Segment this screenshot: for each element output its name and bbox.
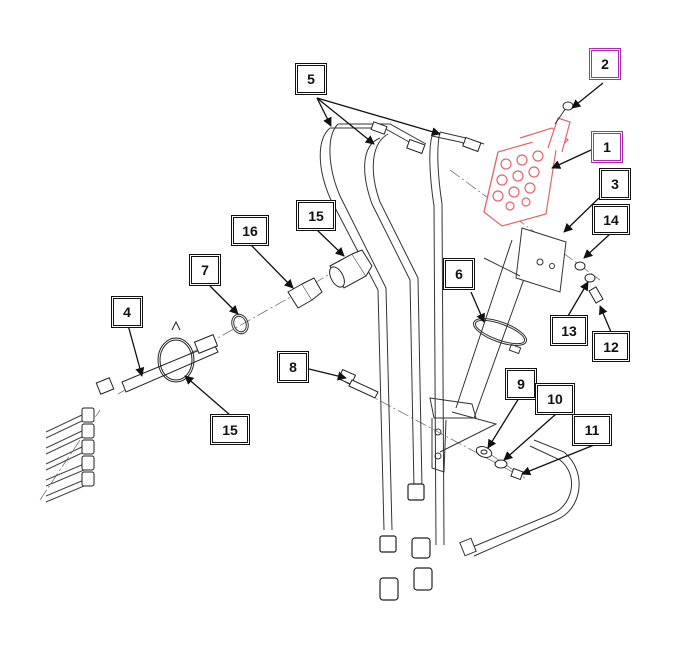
hose-fittings-bottom [379, 483, 433, 601]
callout-label: 15 [222, 421, 238, 438]
callout-label: 7 [201, 262, 209, 278]
callout-label: 12 [603, 338, 619, 355]
callout-11[interactable]: 11 [572, 414, 612, 446]
callout-2[interactable]: 2 [589, 48, 621, 80]
callout-15-lower[interactable]: 15 [210, 414, 250, 445]
cable-tie [231, 313, 249, 335]
callout-label: 15 [308, 207, 324, 224]
small-hardware [574, 261, 604, 304]
callout-8[interactable]: 8 [277, 351, 309, 383]
adapter-fitting [287, 277, 323, 309]
callout-5[interactable]: 5 [295, 63, 327, 95]
hose-fittings-top [370, 121, 482, 155]
valve-knob [554, 101, 574, 125]
callout-12[interactable]: 12 [592, 331, 630, 362]
control-valve [483, 117, 571, 227]
callout-label: 3 [611, 176, 619, 192]
callout-6[interactable]: 6 [443, 258, 475, 290]
hydraulic-hoses [319, 123, 485, 546]
hose-clamp [472, 318, 528, 355]
loose-hoses [45, 413, 85, 503]
callout-7[interactable]: 7 [189, 254, 221, 286]
lower-coupler [95, 320, 219, 395]
callout-label: 8 [289, 359, 297, 375]
callout-label: 10 [547, 391, 563, 407]
quick-coupler [329, 249, 373, 289]
callout-10[interactable]: 10 [535, 383, 575, 415]
callout-13[interactable]: 13 [550, 315, 588, 346]
bolt [337, 368, 379, 399]
callout-9[interactable]: 9 [505, 368, 537, 400]
return-hose [459, 439, 580, 557]
callout-label: 4 [123, 304, 131, 320]
callout-label: 9 [517, 376, 525, 392]
callout-16[interactable]: 16 [231, 215, 269, 246]
callout-label: 2 [601, 56, 609, 72]
washer-stack [475, 446, 524, 481]
loose-hose-ends [81, 407, 95, 487]
callout-15-coupler[interactable]: 15 [296, 200, 336, 231]
callout-label: 1 [603, 139, 611, 155]
callout-1[interactable]: 1 [591, 131, 623, 163]
callout-label: 14 [603, 211, 619, 228]
callout-label: 5 [307, 71, 315, 87]
callout-14[interactable]: 14 [592, 204, 630, 235]
callout-label: 13 [561, 322, 577, 339]
callout-label: 6 [455, 266, 463, 282]
leader-arrows [127, 82, 612, 476]
callout-3[interactable]: 3 [599, 168, 631, 200]
callout-4[interactable]: 4 [111, 296, 143, 328]
callout-label: 16 [242, 222, 258, 239]
callout-label: 11 [584, 422, 600, 438]
mounting-bracket [483, 227, 567, 293]
